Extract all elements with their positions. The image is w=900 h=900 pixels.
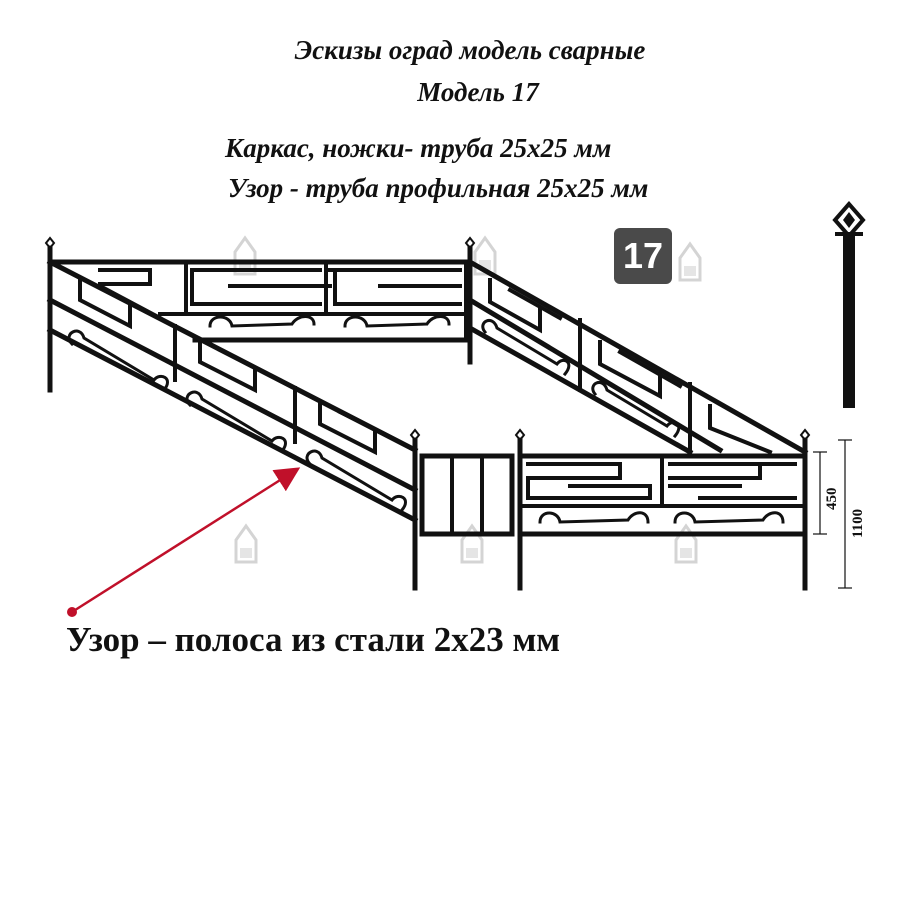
left-side-panel <box>46 257 419 591</box>
title-line-1: Эскизы оград модель сварные <box>294 35 646 65</box>
ornamental-post <box>832 200 866 408</box>
dimension-lines <box>813 439 852 589</box>
title-line-2: Модель 17 <box>417 77 539 107</box>
annotation-arrow <box>67 467 301 617</box>
pattern-material-label: Узор – полоса из стали 2х23 мм <box>66 620 561 659</box>
dimension-450: 450 <box>824 488 840 511</box>
dimension-1100: 1100 <box>850 509 866 538</box>
right-side-panel <box>466 258 809 456</box>
front-right-panel <box>517 437 808 591</box>
post-finials <box>44 236 811 442</box>
model-number-badge: 17 <box>614 228 672 284</box>
spec-pattern-text: Узор - труба профильная 25х25 мм <box>228 173 649 203</box>
spec-frame-text: Каркас, ножки- труба 25х25 мм <box>225 133 612 163</box>
gate-panel <box>419 437 523 591</box>
